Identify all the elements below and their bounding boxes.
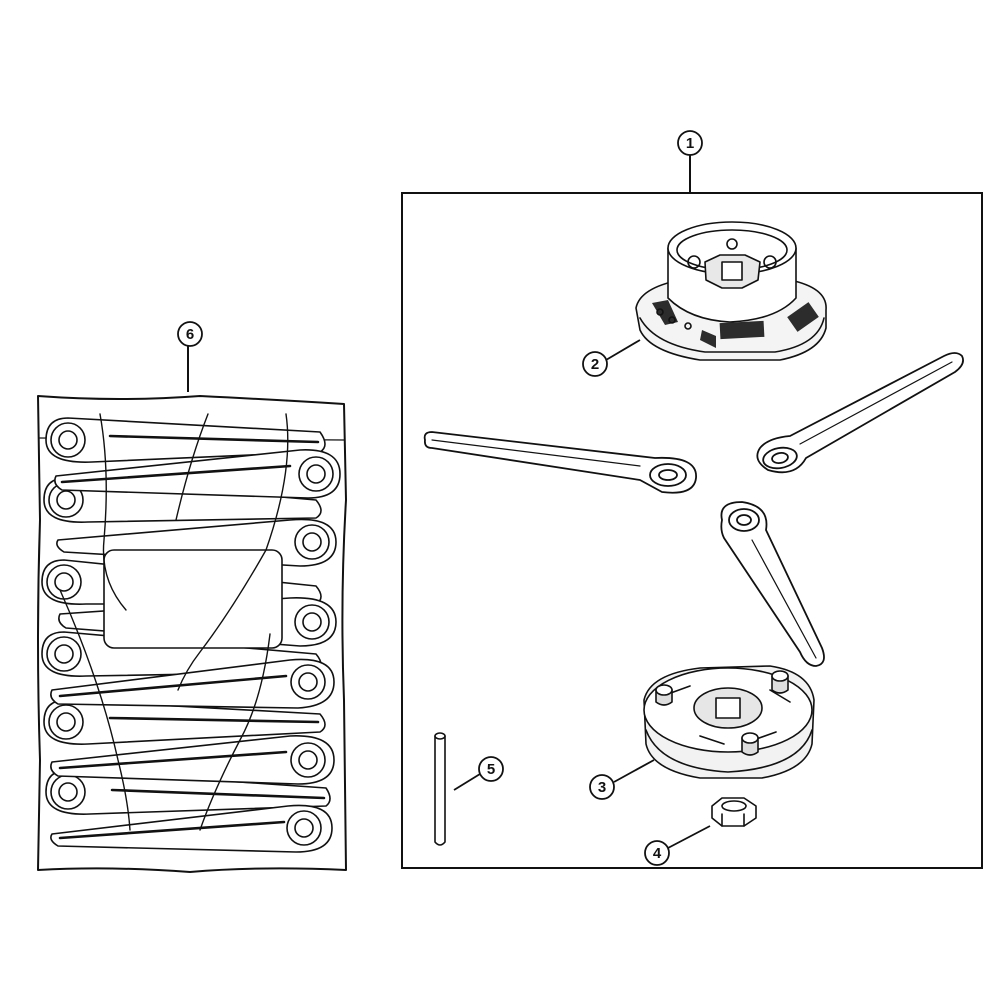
pack-blade-l1	[45, 417, 326, 463]
blade-pack-label	[103, 549, 283, 649]
mowing-head-cap	[635, 221, 827, 361]
assembly-kit-group: 1	[401, 130, 983, 869]
pack-blade-l5	[43, 699, 326, 745]
svg-text:2: 2	[591, 356, 599, 373]
mowing-head-base	[643, 665, 815, 779]
blade-left	[423, 431, 697, 494]
callout-2: 2	[582, 351, 608, 377]
callout-5: 5	[478, 756, 504, 782]
leader-line-2	[605, 339, 641, 361]
pack-blade-l6	[45, 769, 331, 815]
leader-line-4	[667, 825, 711, 849]
base-post-2	[771, 670, 789, 694]
blade-middle	[720, 501, 825, 667]
blade-pack	[37, 395, 347, 873]
base-post-3	[741, 732, 759, 756]
leader-line-5	[453, 773, 481, 791]
svg-text:4: 4	[653, 845, 662, 862]
pack-blade-r5	[50, 735, 335, 785]
pin	[434, 732, 446, 846]
callout-4: 4	[644, 840, 670, 866]
svg-text:1: 1	[686, 135, 694, 152]
callout-3: 3	[589, 774, 615, 800]
pack-blade-r6	[50, 804, 333, 853]
svg-text:5: 5	[487, 761, 495, 778]
leader-line-3	[613, 759, 655, 783]
hex-nut	[711, 797, 757, 827]
callout-6: 6	[177, 321, 203, 347]
svg-text:3: 3	[598, 779, 606, 796]
assembly-frame	[401, 192, 983, 869]
base-post-1	[655, 684, 673, 706]
svg-text:6: 6	[186, 326, 194, 343]
blade-right	[756, 352, 964, 474]
pack-blade-r1	[54, 449, 341, 499]
callout-1: 1	[677, 130, 703, 156]
